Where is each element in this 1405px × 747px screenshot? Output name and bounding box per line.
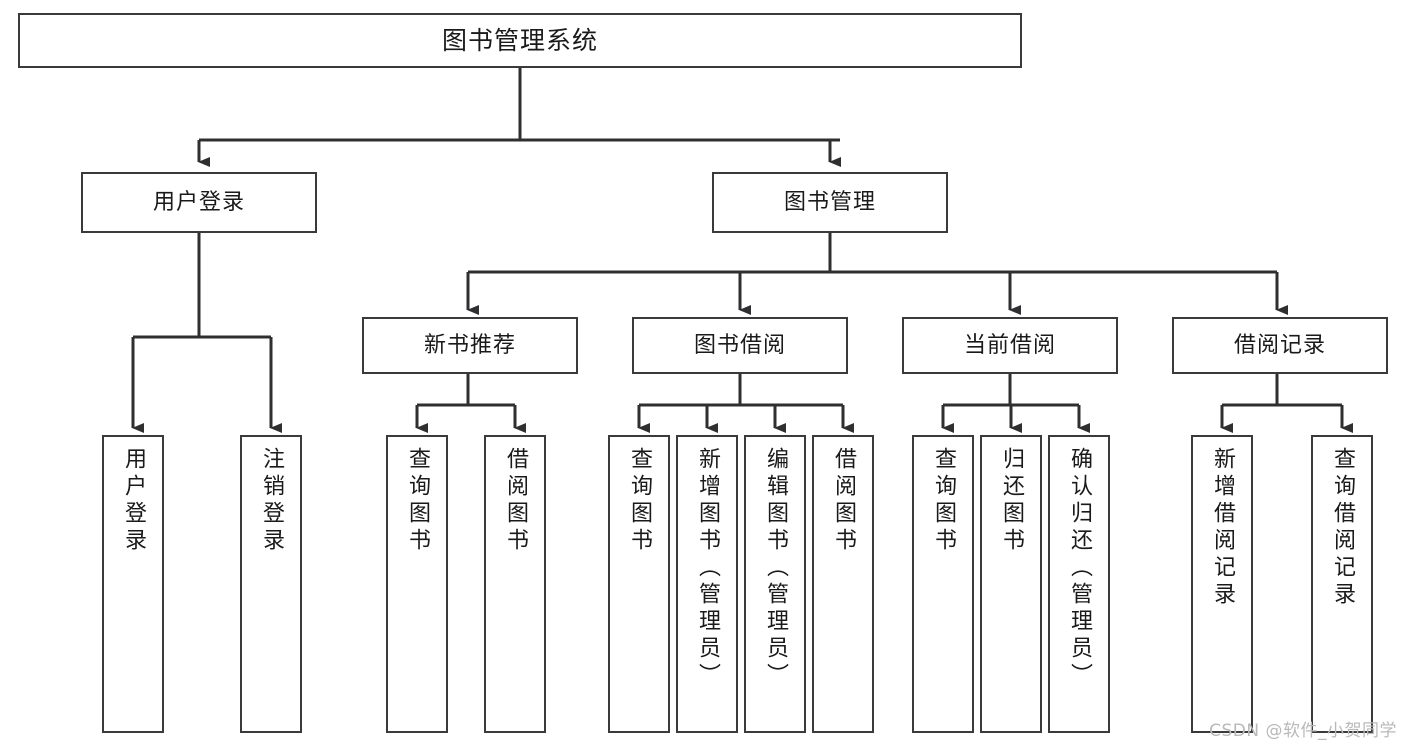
- leaf-confirm-return-admin[interactable]: 确认归还（管理员）: [1048, 435, 1110, 733]
- node-label: 归还图书: [999, 447, 1024, 555]
- node-label: 查询借阅记录: [1330, 447, 1355, 609]
- leaf-logout[interactable]: 注销登录: [240, 435, 302, 733]
- node-label: 借阅图书: [503, 447, 528, 555]
- node-label: 新增借阅记录: [1210, 447, 1235, 609]
- node-label: 确认归还（管理员）: [1067, 447, 1092, 690]
- node-label: 新增图书（管理员）: [695, 447, 720, 690]
- leaf-query-book-borrow[interactable]: 查询图书: [608, 435, 670, 733]
- leaf-add-book-admin[interactable]: 新增图书（管理员）: [676, 435, 738, 733]
- leaf-borrow-book[interactable]: 借阅图书: [812, 435, 874, 733]
- node-current-borrowing[interactable]: 当前借阅: [902, 317, 1118, 374]
- leaf-add-borrow-record[interactable]: 新增借阅记录: [1191, 435, 1253, 733]
- node-label: 借阅图书: [831, 447, 856, 555]
- node-borrow-records[interactable]: 借阅记录: [1172, 317, 1388, 374]
- node-book-borrowing[interactable]: 图书借阅: [632, 317, 848, 374]
- node-label: 查询图书: [405, 447, 430, 555]
- watermark: CSDN @软件_小贺同学: [1209, 721, 1397, 741]
- node-label: 当前借阅: [963, 332, 1056, 358]
- node-book-management[interactable]: 图书管理: [712, 172, 948, 233]
- node-label: 查询图书: [931, 447, 956, 555]
- node-label: 图书管理: [783, 189, 876, 215]
- node-label: 用户登录: [152, 189, 245, 215]
- leaf-return-book[interactable]: 归还图书: [980, 435, 1042, 733]
- node-label: 编辑图书（管理员）: [763, 447, 788, 690]
- leaf-query-book-new[interactable]: 查询图书: [386, 435, 448, 733]
- leaf-query-book-current[interactable]: 查询图书: [912, 435, 974, 733]
- node-label: 图书管理系统: [441, 25, 598, 55]
- leaf-edit-book-admin[interactable]: 编辑图书（管理员）: [744, 435, 806, 733]
- leaf-borrow-book-new[interactable]: 借阅图书: [484, 435, 546, 733]
- leaf-user-login[interactable]: 用户登录: [102, 435, 164, 733]
- node-label: 图书借阅: [693, 332, 786, 358]
- node-new-book-recommendation[interactable]: 新书推荐: [362, 317, 578, 374]
- node-label: 借阅记录: [1233, 332, 1326, 358]
- node-user-login[interactable]: 用户登录: [81, 172, 317, 233]
- node-label: 新书推荐: [423, 332, 516, 358]
- node-label: 查询图书: [627, 447, 652, 555]
- node-label: 用户登录: [121, 447, 146, 555]
- node-label: 注销登录: [259, 447, 284, 555]
- node-root-book-management-system[interactable]: 图书管理系统: [18, 13, 1022, 68]
- leaf-query-borrow-record[interactable]: 查询借阅记录: [1311, 435, 1373, 733]
